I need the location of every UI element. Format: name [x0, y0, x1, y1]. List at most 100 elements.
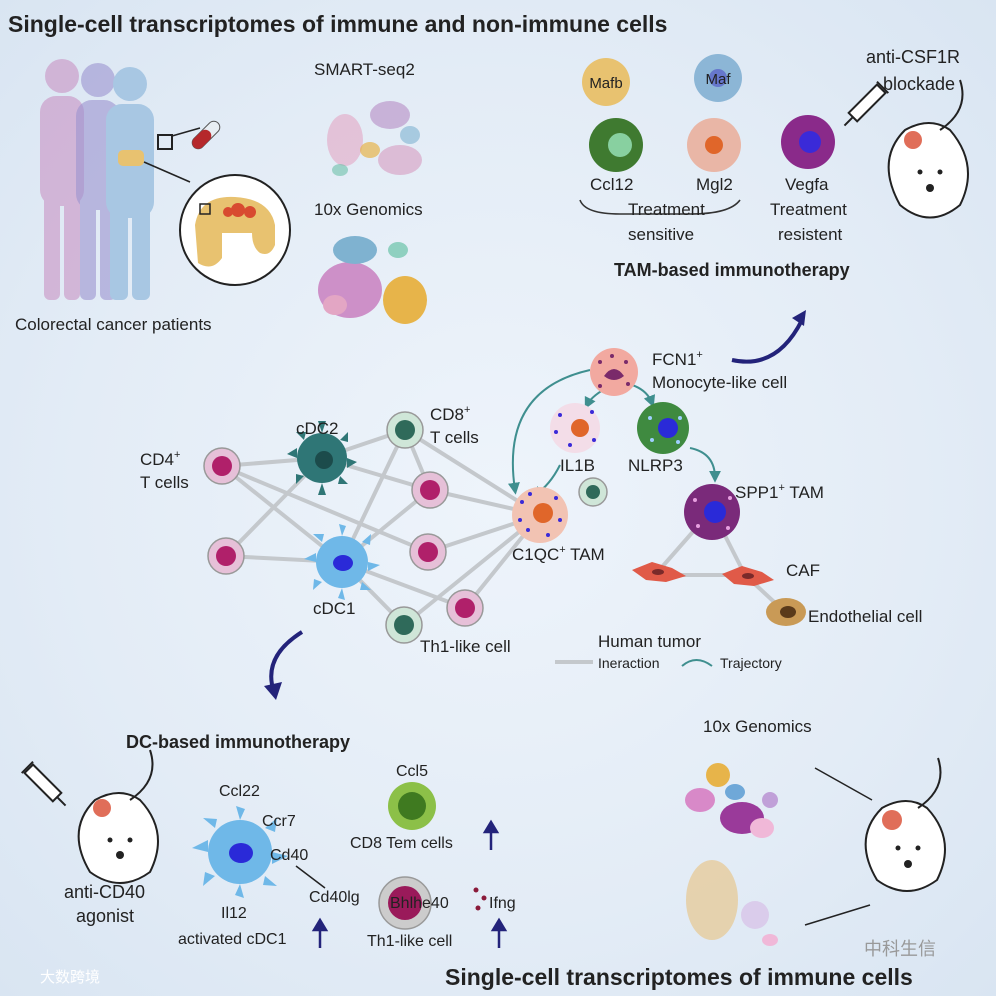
- th1-like-cell-bottom: [378, 876, 432, 930]
- mafb-label: Mafb: [589, 75, 622, 92]
- il1b-label: IL1B: [560, 456, 595, 475]
- cd4-t-cell-node: [203, 447, 241, 485]
- t-cell-node-3: [411, 471, 449, 509]
- th1-up-arrow: [490, 917, 508, 948]
- mgl2-label: Mgl2: [696, 175, 733, 194]
- caf-cells: [632, 562, 774, 586]
- csf1r-label-2: blockade: [883, 74, 955, 94]
- ccl12-label: Ccl12: [590, 175, 633, 194]
- ifng-label: Ifng: [489, 895, 516, 912]
- cdc2-label: cDC2: [296, 419, 339, 438]
- fcn1-monocyte-node: [590, 348, 638, 396]
- cd40-label: Cd40: [270, 847, 308, 864]
- tam-cell-vegfa: [781, 115, 835, 169]
- maf-label: Maf: [705, 71, 731, 88]
- legend-interaction: Ineraction: [598, 655, 659, 671]
- tam-heading: TAM-based immunotherapy: [614, 260, 850, 280]
- tam-cell-mafb: Mafb: [582, 58, 630, 106]
- cd8-tem-up-arrow: [482, 819, 500, 850]
- activated-cdc1-cell: [192, 806, 288, 898]
- mouse-icon-3: [864, 757, 946, 892]
- spp1-tam-node: [684, 484, 740, 540]
- cdc1-node: [304, 524, 380, 600]
- top-title: Single-cell transcriptomes of immune and…: [8, 11, 667, 37]
- legend-trajectory: Trajectory: [720, 655, 782, 671]
- cd40lg-label: Cd40lg: [309, 889, 360, 906]
- resistent-label-2: resistent: [778, 225, 843, 244]
- il12-label: Il12: [221, 905, 247, 922]
- nlrp3-node: [637, 402, 689, 454]
- tam-cell-maf: Maf: [694, 54, 742, 102]
- patients-label: Colorectal cancer patients: [15, 315, 212, 334]
- ccr7-label: Ccr7: [262, 813, 296, 830]
- small-cell-node: [578, 477, 608, 507]
- th1-label: Th1-like cell: [420, 637, 511, 656]
- tam-therapy-arrow: [731, 319, 804, 364]
- spp1-label: SPP1+ TAM: [735, 482, 824, 502]
- t-cell-node-4: [409, 533, 447, 571]
- th1-bottom-label: Th1-like cell: [367, 933, 452, 950]
- endothelial-cell-node: [766, 598, 806, 626]
- tenx-bottom-label: 10x Genomics: [703, 717, 812, 736]
- tam-cell-mgl2: [687, 118, 741, 172]
- legend-title: Human tumor: [598, 632, 701, 651]
- watermark-right: 中科生信: [864, 939, 936, 959]
- dc-therapy-arrow: [269, 630, 304, 693]
- smartseq-label: SMART-seq2: [314, 60, 415, 79]
- sensitive-label-1: Treatment: [628, 200, 705, 219]
- c1qc-label: C1QC+ TAM: [512, 544, 605, 564]
- cd8-tem-cell: [388, 782, 436, 830]
- cd8-tem-label: CD8 Tem cells: [350, 835, 453, 852]
- bottom-title: Single-cell transcriptomes of immune cel…: [445, 964, 913, 990]
- syringe-icon-2: [21, 761, 67, 807]
- link-line-bottom: [804, 904, 871, 926]
- legend-trajectory-line: [681, 659, 713, 667]
- tenx-bottom-tsne-plot-2: [686, 860, 778, 946]
- nlrp3-label: NLRP3: [628, 456, 683, 475]
- resistent-label-1: Treatment: [770, 200, 847, 219]
- cd40-agonist-label-1: anti-CD40: [64, 882, 145, 902]
- tam-cell-ccl12: [589, 118, 643, 172]
- cd4-label-2: T cells: [140, 473, 189, 492]
- th1-node-green: [385, 606, 423, 644]
- activated-cdc1-label: activated cDC1: [178, 931, 287, 948]
- syringe-icon: [843, 81, 889, 127]
- tenx-top-label: 10x Genomics: [314, 200, 423, 219]
- watermark-left: 大数跨境: [40, 968, 100, 986]
- fcn1-label: FCN1+: [652, 349, 703, 369]
- c1qc-tam-node: [512, 487, 568, 543]
- activated-up-arrow: [311, 917, 329, 948]
- dc-therapy-arrowhead: [264, 682, 282, 700]
- fcn1-label-2: Monocyte-like cell: [652, 373, 787, 392]
- ccl5-label: Ccl5: [396, 763, 428, 780]
- csf1r-label-1: anti-CSF1R: [866, 47, 960, 67]
- smartseq-tsne-plot: [327, 101, 422, 176]
- cd40-cd40lg-link: [295, 865, 326, 889]
- ccl22-label: Ccl22: [219, 783, 260, 800]
- vegfa-label: Vegfa: [785, 175, 829, 194]
- cd8-label-2: T cells: [430, 428, 479, 447]
- tenx-bottom-tsne-plot: [685, 763, 778, 838]
- ifng-dots: [473, 887, 487, 911]
- patients-illustration: Colorectal cancer patients: [15, 59, 291, 334]
- link-line-top: [814, 767, 873, 801]
- cdc2-node: [287, 421, 357, 495]
- cdc1-label: cDC1: [313, 599, 356, 618]
- treatment-sensitive-bracket: [579, 199, 741, 215]
- mouse-icon: [887, 79, 969, 219]
- dc-heading: DC-based immunotherapy: [126, 732, 350, 752]
- cd4-t-cell-node-2: [207, 537, 245, 575]
- cd8-t-cell-node: [386, 411, 424, 449]
- cd4-label: CD4+: [140, 449, 180, 469]
- tenx-tsne-plot: [318, 236, 427, 324]
- endothelial-label: Endothelial cell: [808, 607, 922, 626]
- tam-therapy-arrowhead: [792, 310, 806, 326]
- caf-label: CAF: [786, 561, 820, 580]
- bhlhe40-label: Bhlhe40: [390, 895, 449, 912]
- th1-node-pink: [446, 589, 484, 627]
- il1b-node: [550, 403, 600, 453]
- blood-tube-icon: [191, 120, 221, 150]
- sensitive-label-2: sensitive: [628, 225, 694, 244]
